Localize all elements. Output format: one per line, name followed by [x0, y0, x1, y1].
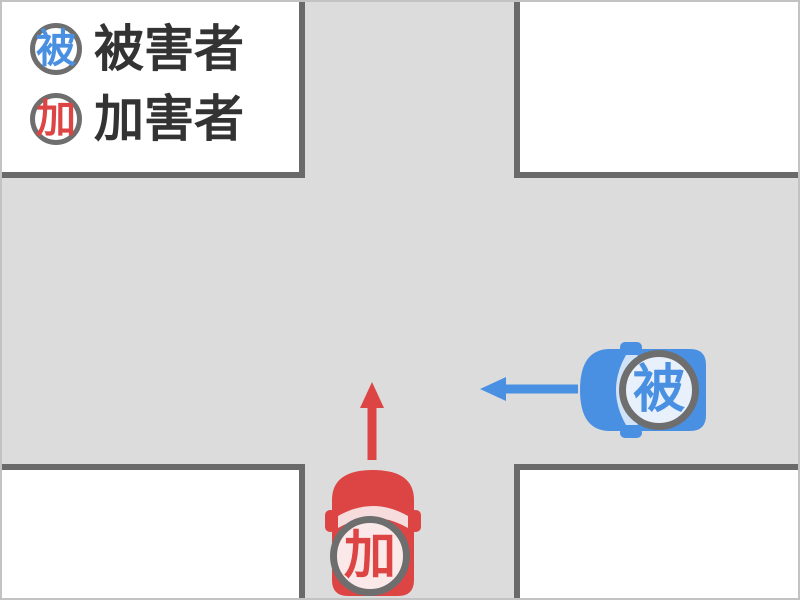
victim-legend-label: 被害者 [94, 21, 244, 77]
victim-arrow-shape [480, 377, 578, 401]
corner-block-top-right [514, 2, 798, 178]
victim-badge-icon: 被 [30, 23, 82, 75]
victim-direction-arrow-icon [480, 377, 578, 401]
corner-block-bottom-right [514, 464, 798, 598]
corner-block-top-left: 被 被害者 加 加害者 [2, 2, 305, 178]
legend-item-victim: 被 被害者 [30, 23, 244, 75]
perpetrator-direction-arrow-icon [360, 382, 384, 460]
victim-car-badge: 被 [619, 350, 699, 430]
legend-item-perpetrator: 加 加害者 [30, 93, 244, 145]
perpetrator-car-badge: 加 [330, 516, 410, 596]
corner-block-bottom-left [2, 464, 305, 598]
perpetrator-badge-icon: 加 [30, 93, 82, 145]
perpetrator-arrow-shape [360, 382, 384, 460]
perpetrator-legend-label: 加害者 [94, 91, 244, 147]
